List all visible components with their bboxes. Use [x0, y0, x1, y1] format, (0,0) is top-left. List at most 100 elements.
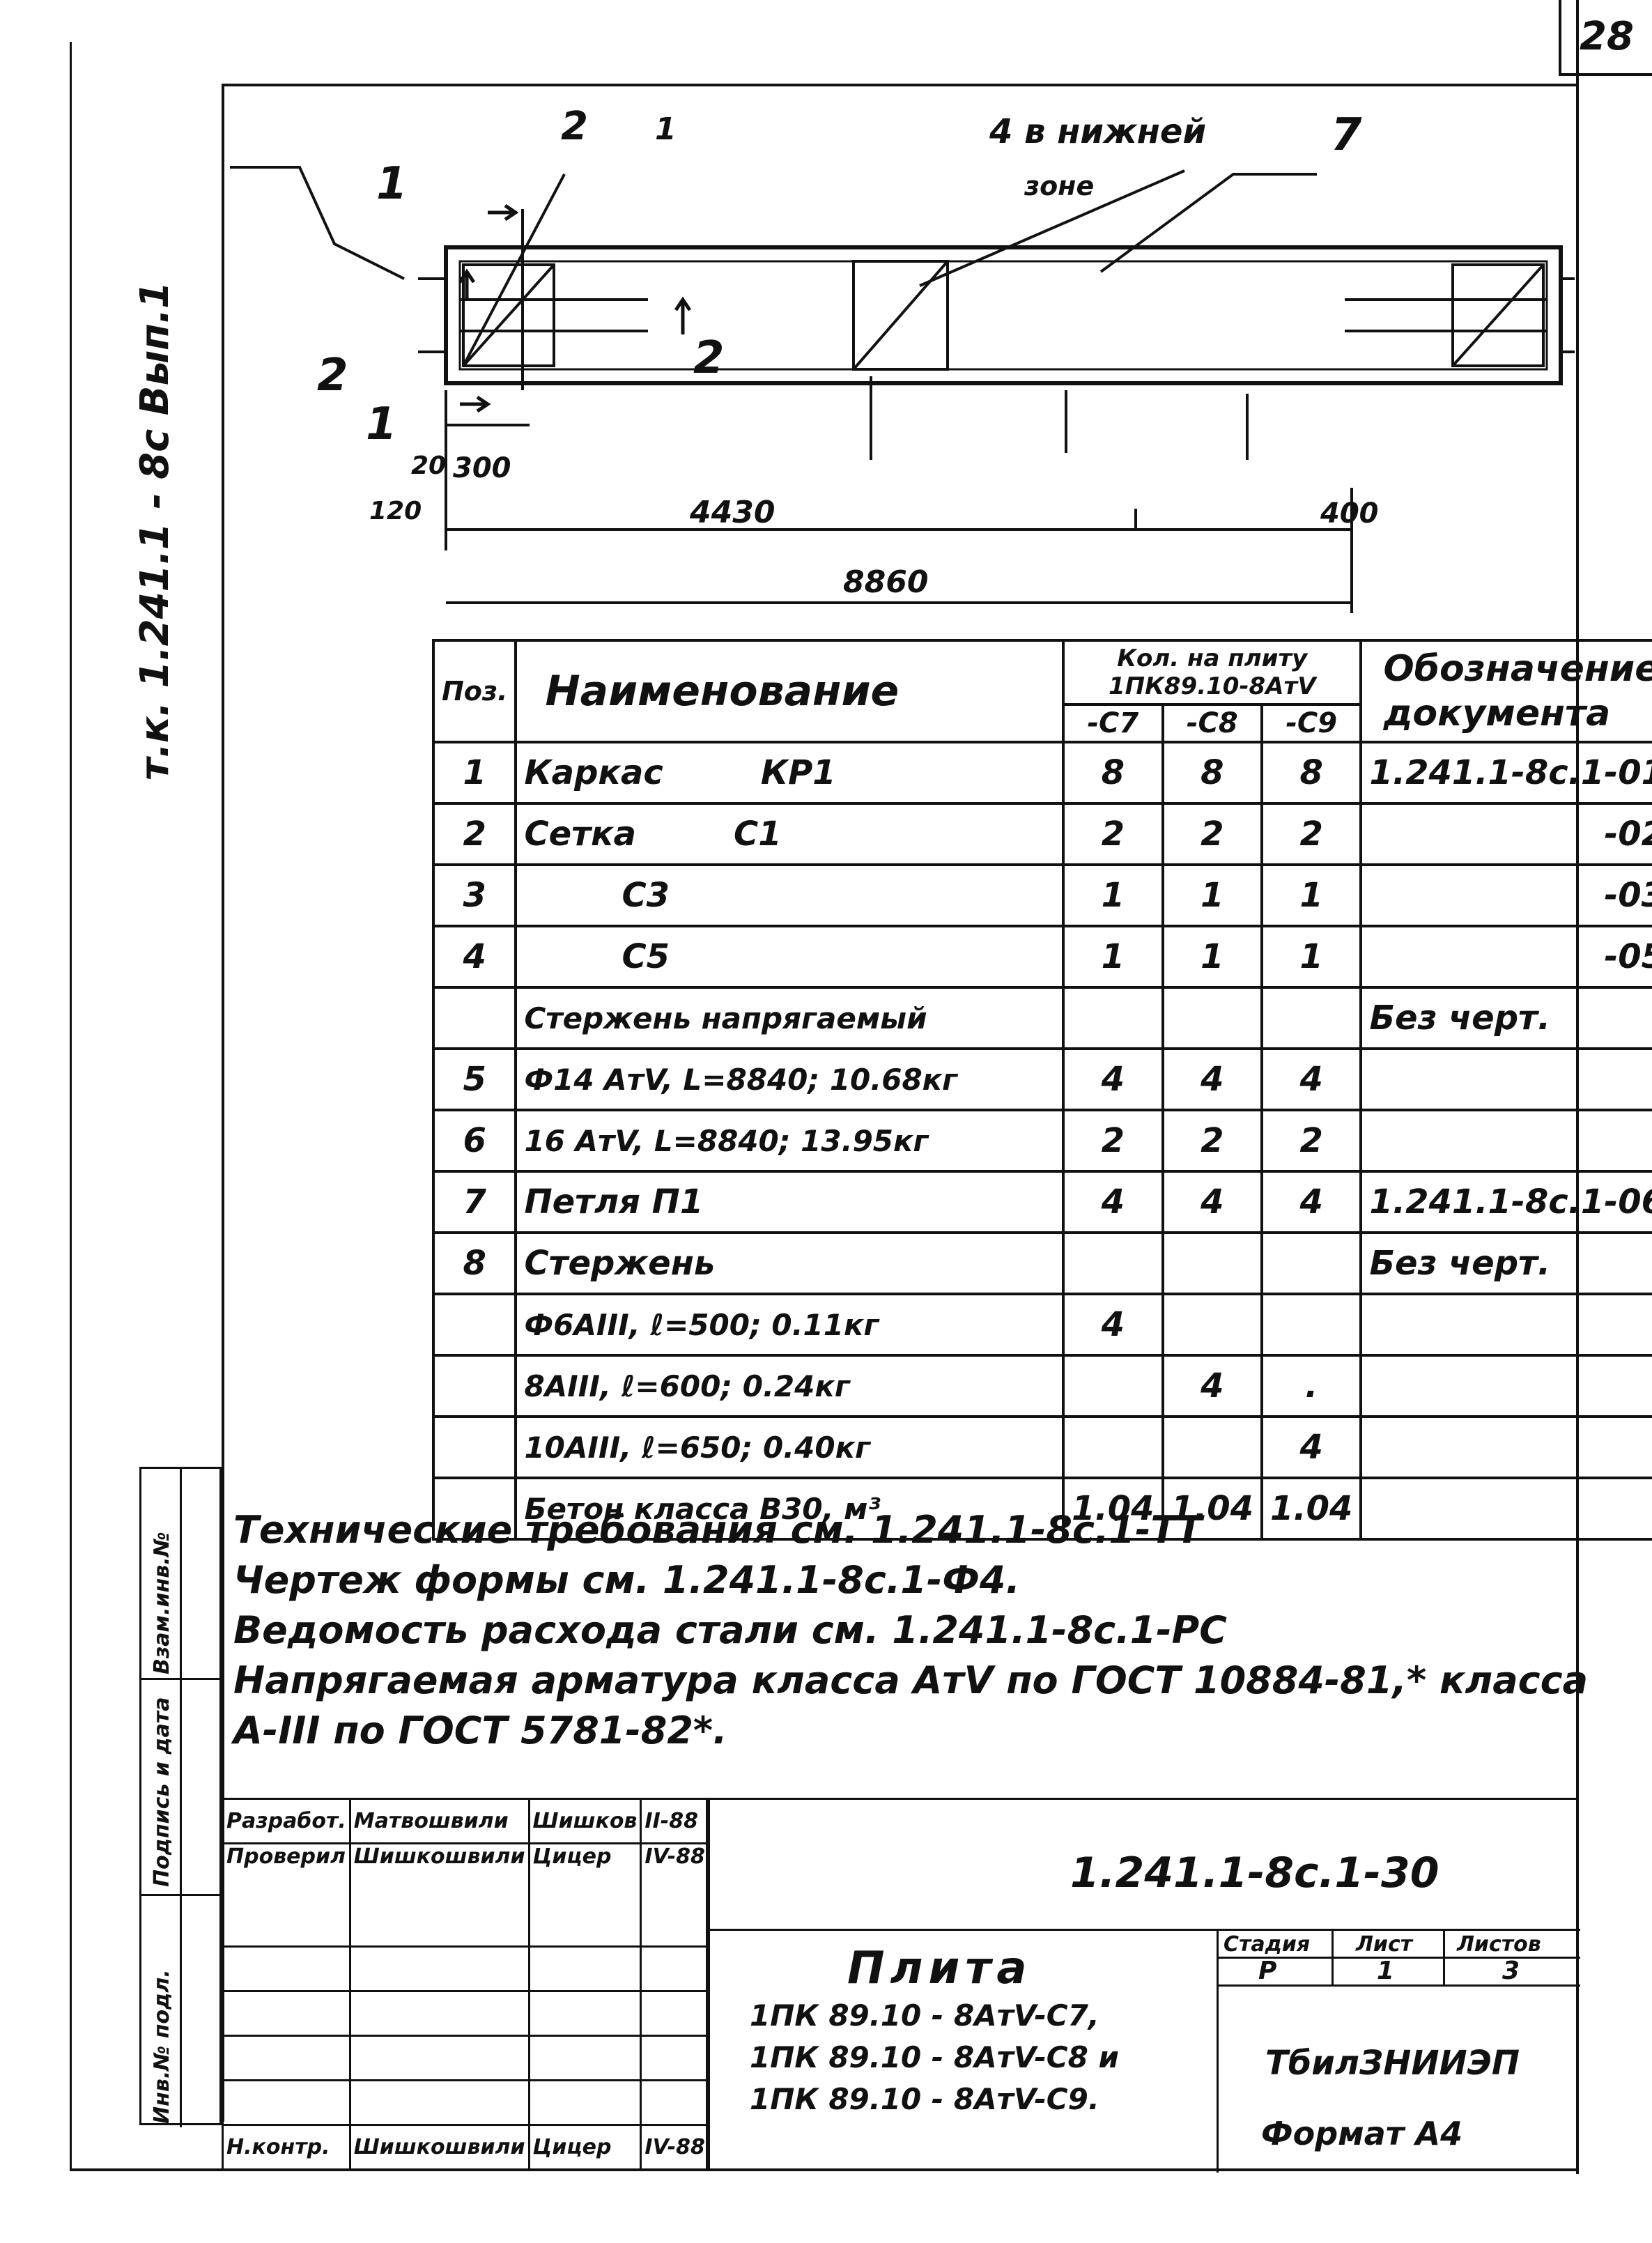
callout-7: 7 — [1331, 109, 1362, 161]
spec-doc — [1359, 1477, 1652, 1541]
spec-pos: 1 — [431, 741, 518, 805]
spec-qty-c9 — [1260, 986, 1363, 1050]
header-pos: Поз. — [431, 639, 518, 743]
spec-qty-c7: 2 — [1062, 1109, 1164, 1173]
spec-qty-c9 — [1260, 1231, 1363, 1295]
spec-item-name: Каркас — [524, 753, 663, 792]
header-c9: -С9 — [1260, 703, 1363, 743]
spec-item-name: 8АIII, ℓ=600; 0.24кг — [524, 1369, 850, 1403]
spec-qty-c8: 1.04 — [1161, 1477, 1264, 1541]
sheets-label: Листов — [1457, 1932, 1541, 1957]
spec-qty-c9: . — [1260, 1354, 1363, 1418]
spec-item-name: Бетон класса В30, м³ — [524, 1491, 881, 1526]
spec-qty-c8: 4 — [1161, 1354, 1264, 1418]
callout-1: 1 — [655, 111, 677, 147]
signature-name: Шишкошвили — [348, 1842, 530, 1948]
spec-name: Стержень — [514, 1231, 1065, 1295]
sheet-value: 1 — [1377, 1957, 1395, 1985]
spec-doc — [1359, 1109, 1652, 1173]
slab-outline — [444, 245, 1563, 385]
spec-pos — [431, 1354, 518, 1418]
cage-left — [462, 263, 555, 367]
callout-4: 4 в нижней — [989, 112, 1206, 151]
spec-doc — [1359, 1293, 1652, 1357]
variant-2: 1ПК 89.10 - 8АтV-С8 и — [750, 2040, 1119, 2074]
title-block: 1.241.1-8с.1-30 Плита 1ПК 89.10 - 8АтV-С… — [706, 1798, 1580, 2173]
side-code: т.к. 1.241.1 - 8с Вып.1 — [132, 281, 178, 780]
spec-name: Петля П1 — [514, 1170, 1065, 1234]
signature-sign — [527, 1990, 642, 2037]
spec-name: 16 АтV, L=8840; 13.95кг — [514, 1109, 1065, 1173]
spec-qty-c9: 4 — [1260, 1170, 1363, 1234]
spec-item-name: 16 АтV, L=8840; 13.95кг — [524, 1123, 929, 1158]
spec-name: Стержень напрягаемый — [514, 986, 1065, 1050]
spec-doc: 1.241.1-8с.1-01 — [1359, 741, 1652, 805]
spec-item-name: Петля П1 — [524, 1182, 704, 1221]
variant-1: 1ПК 89.10 - 8АтV-С7, — [750, 1998, 1099, 2033]
spec-name: 10АIII, ℓ=650; 0.40кг — [514, 1415, 1065, 1479]
dim-120: 120 — [369, 497, 422, 525]
spec-item-name: Ф14 АтV, L=8840; 10.68кг — [524, 1062, 958, 1097]
signature-role — [222, 1945, 351, 1992]
stage-label: Стадия — [1223, 1932, 1311, 1957]
spec-qty-c8: 4 — [1161, 1170, 1264, 1234]
section-1-bottom: 1 — [366, 399, 397, 450]
header-qty: Кол. на плиту 1ПК89.10-8АтV — [1062, 639, 1363, 706]
signature-date: IV-88 — [640, 1842, 710, 1948]
spec-table: Поз. Наименование Кол. на плиту 1ПК89.10… — [431, 639, 1652, 1541]
spec-name: С5 — [514, 925, 1065, 989]
stamp-signature-date: Подпись и дата — [150, 1697, 174, 1887]
signature-role: Разработ. — [222, 1798, 351, 1844]
spec-item-name: Стержень напрягаемый — [524, 1001, 927, 1035]
spec-pos — [431, 1477, 518, 1541]
notes: Технические требования см. 1.241.1-8с.1-… — [233, 1505, 1588, 1756]
spec-doc — [1359, 1047, 1652, 1111]
header-doc-1: Обозначение — [1383, 648, 1652, 690]
dim-300: 300 — [453, 452, 511, 484]
note-2: Чертеж формы см. 1.241.1-8с.1-Ф4. — [233, 1558, 1020, 1602]
frame-top — [223, 84, 1578, 86]
spec-qty-c9: 2 — [1260, 1109, 1363, 1173]
section-1-top: 1 — [376, 158, 408, 210]
signature-row — [222, 2079, 710, 2126]
frame-left — [222, 84, 224, 2122]
spec-doc: -03 — [1359, 863, 1652, 927]
callout-4-zone: зоне — [1024, 171, 1094, 201]
variant-3: 1ПК 89.10 - 8АтV-С9. — [750, 2082, 1099, 2116]
frame-outer-left — [70, 42, 72, 2171]
signature-date: IV-88 — [640, 2124, 710, 2171]
spec-qty-c8 — [1161, 1415, 1264, 1479]
spec-qty-c8: 1 — [1161, 925, 1264, 989]
section-2-left: 2 — [317, 350, 348, 401]
spec-qty-c7 — [1062, 986, 1164, 1050]
signature-name: Шишкошвили — [348, 2124, 530, 2171]
spec-doc — [1359, 1415, 1652, 1479]
signature-sign: Цицер — [527, 1842, 642, 1948]
sheets-value: 3 — [1502, 1957, 1520, 1985]
signature-role: Н.контр. — [222, 2124, 351, 2171]
spec-item-name: Сетка — [524, 815, 637, 854]
signature-sign: Цицер — [527, 2124, 642, 2171]
spec-qty-c8: 4 — [1161, 1047, 1264, 1111]
spec-qty-c9: 1 — [1260, 863, 1363, 927]
header-name: Наименование — [514, 639, 1065, 743]
signature-sign: Шишков — [527, 1798, 642, 1844]
spec-name: Бетон класса В30, м³ — [514, 1477, 1065, 1541]
dim-8860: 8860 — [843, 564, 928, 600]
spec-pos — [431, 1293, 518, 1357]
spec-qty-c7 — [1062, 1354, 1164, 1418]
dim-400: 400 — [1320, 498, 1379, 530]
spec-qty-c7: 4 — [1062, 1047, 1164, 1111]
